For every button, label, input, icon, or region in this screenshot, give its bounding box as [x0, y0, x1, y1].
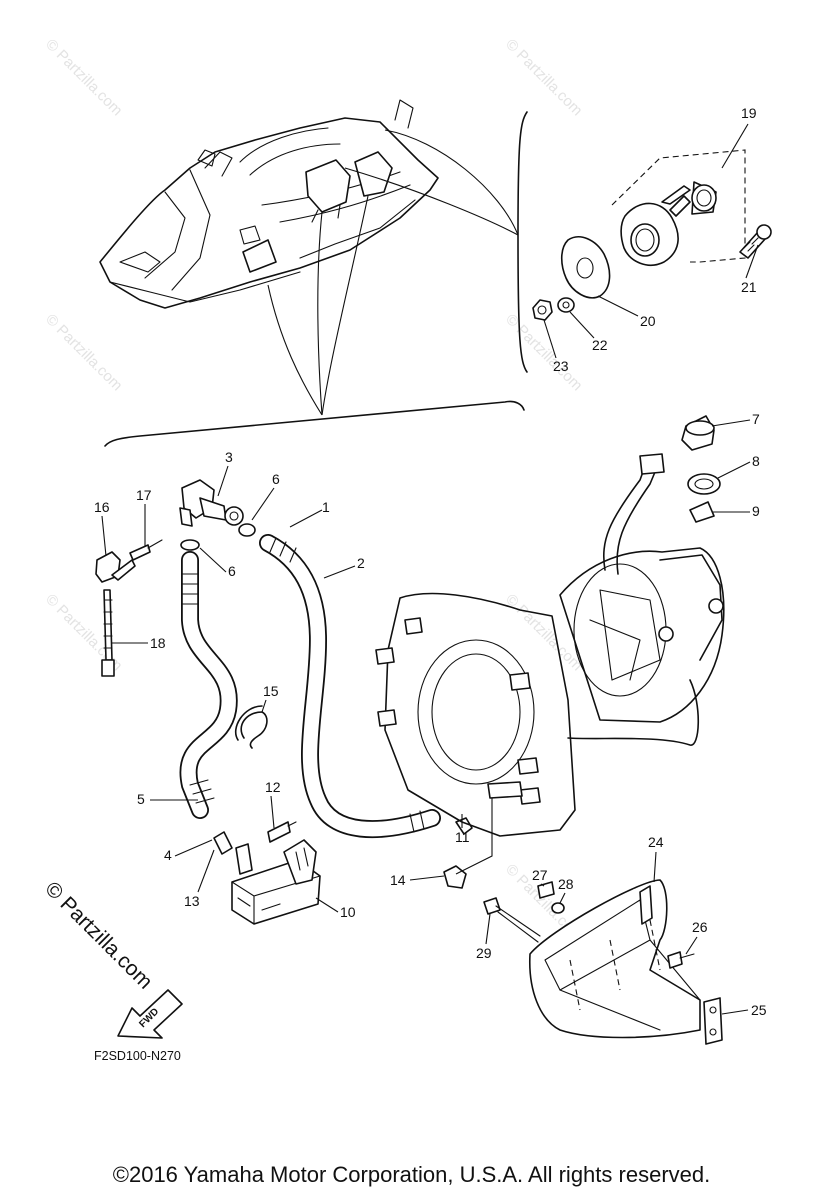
callout-12: 12 — [265, 779, 281, 795]
callout-11: 11 — [455, 829, 470, 845]
callout-29: 29 — [476, 945, 492, 961]
watermark: © Partzilla.com — [42, 311, 125, 394]
callout-19: 19 — [741, 105, 757, 121]
callout-6: 6 — [272, 471, 280, 487]
cover-assembly — [483, 879, 723, 1045]
drain-plug-assembly — [532, 149, 772, 321]
main-bracket — [104, 400, 525, 447]
callout-16: 16 — [94, 499, 110, 515]
right-bracket — [517, 111, 528, 373]
callout-4: 4 — [164, 847, 172, 863]
clamp-14-leader — [455, 781, 523, 875]
watermark: © Partzilla.com — [502, 311, 585, 394]
callout-27: 27 — [532, 867, 548, 883]
callout-21: 21 — [741, 279, 757, 295]
copyright-notice: ©2016 Yamaha Motor Corporation, U.S.A. A… — [112, 1162, 711, 1187]
watermark: © Partzilla.com — [42, 36, 125, 119]
callout-3: 3 — [225, 449, 233, 465]
callout-23: 23 — [553, 358, 569, 374]
callout-2: 2 — [357, 555, 365, 571]
callout-13: 13 — [184, 893, 200, 909]
callout-5: 5 — [137, 791, 145, 807]
callout-26: 26 — [692, 919, 708, 935]
callout-24: 24 — [648, 834, 664, 850]
callout-25: 25 — [751, 1002, 767, 1018]
callout-22: 22 — [592, 337, 608, 353]
watercraft-overview — [99, 99, 439, 309]
watermark: © Partzilla.com — [502, 36, 585, 119]
callout-14: 14 — [390, 872, 406, 888]
partzilla-watermark: © Partzilla.com — [40, 877, 156, 993]
callout-6-lower: 6 — [228, 563, 236, 579]
right-parts — [681, 415, 721, 523]
watermark: © Partzilla.com — [502, 591, 585, 674]
callout-9: 9 — [752, 503, 760, 519]
left-parts — [95, 479, 473, 925]
callout-7: 7 — [752, 411, 760, 427]
callout-15: 15 — [263, 683, 279, 699]
callout-1: 1 — [322, 499, 330, 515]
fwd-arrow-icon: FWD — [117, 989, 183, 1039]
callout-10: 10 — [340, 904, 356, 920]
callout-20: 20 — [640, 313, 656, 329]
hose-2 — [259, 534, 441, 839]
overview-leaders — [267, 129, 519, 416]
callout-17: 17 — [136, 487, 152, 503]
diagram-code: F2SD100-N270 — [94, 1049, 181, 1063]
callouts: 1 2 3 4 5 6 6 7 8 9 10 11 12 13 14 15 16… — [94, 105, 767, 1018]
callout-28: 28 — [558, 876, 574, 892]
callout-8: 8 — [752, 453, 760, 469]
hose-5 — [179, 551, 238, 819]
callout-18: 18 — [150, 635, 166, 651]
